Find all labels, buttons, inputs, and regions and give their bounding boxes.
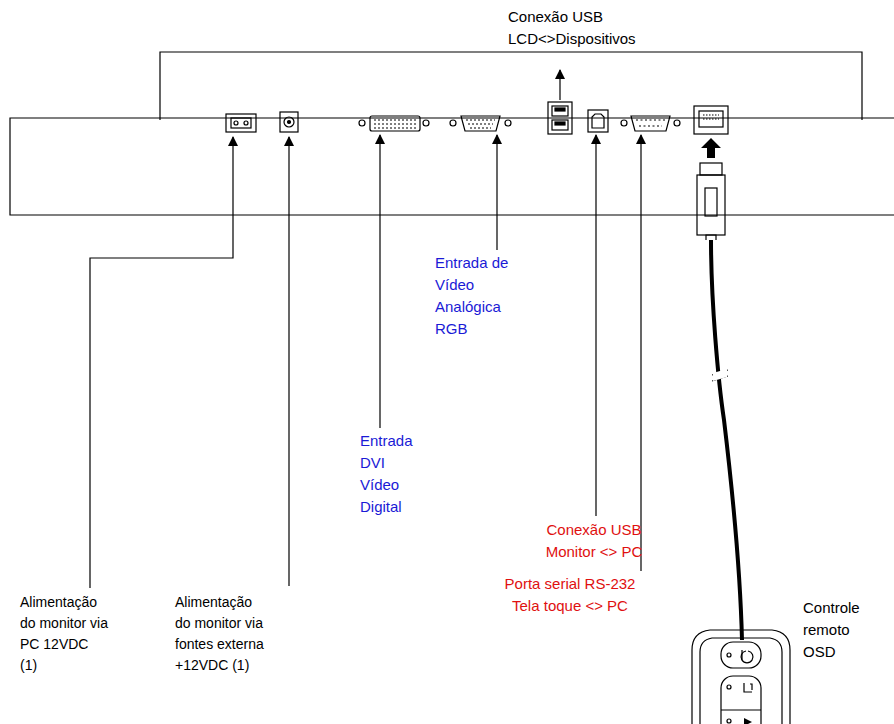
dc-jack [280, 112, 298, 132]
usb-a-connectors [548, 102, 572, 134]
rj-jack [694, 106, 728, 134]
power-connector [226, 114, 256, 132]
port-label: Entrada de Vídeo Analógica RGB [435, 252, 519, 340]
remote-label: Controle remoto OSD [803, 597, 873, 663]
port-label: Conexão USB Monitor <> PC [536, 519, 652, 563]
port-label: Porta serial RS-232 Tela toque <> PC [492, 573, 648, 617]
housing-top [160, 52, 862, 120]
leader-line [595, 135, 596, 516]
remote-cable [697, 163, 725, 240]
dvi-connector [359, 116, 429, 131]
port-label: Entrada DVI Vídeo Digital [360, 430, 422, 518]
housing-band [10, 118, 894, 215]
cable-break [712, 370, 728, 381]
leader-line [640, 135, 641, 571]
leader-line [288, 137, 289, 586]
power-label: Alimentação do monitor via fontes extern… [175, 592, 267, 676]
insert-arrow [701, 138, 721, 158]
leader-line [559, 70, 560, 100]
port-label: Conexão USB LCD<>Dispositivos [508, 6, 648, 50]
remote-cable [711, 240, 742, 640]
vga-connector [450, 116, 511, 131]
leader-line [379, 135, 380, 428]
db9-connector [621, 116, 680, 131]
leader-line [496, 135, 497, 250]
power-label: Alimentação do monitor via PC 12VDC (1) [20, 592, 108, 676]
osd-remote [692, 630, 790, 724]
leader-line [90, 137, 233, 588]
usb-b-connector [588, 110, 608, 132]
